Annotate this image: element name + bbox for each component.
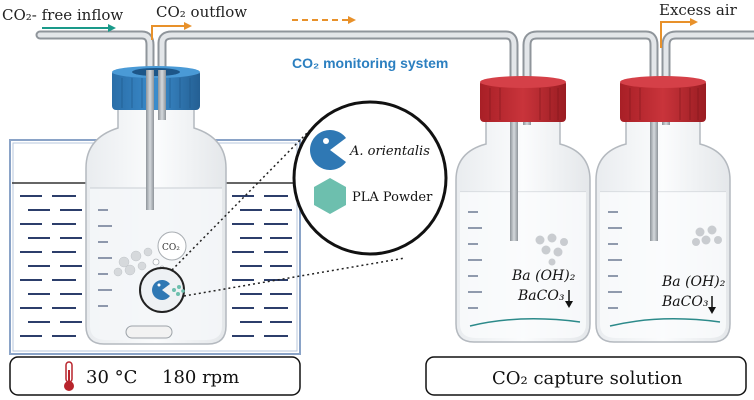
- monitoring-dashed-arrow: [292, 16, 356, 24]
- tubing: [35, 30, 754, 245]
- zoom-lines: [171, 129, 406, 297]
- substrate-label: PLA Powder: [352, 190, 433, 205]
- organism-icon: [310, 130, 346, 170]
- co2-bubble-label: CO₂: [162, 243, 180, 253]
- inflow-label: CO₂- free inflow: [2, 6, 123, 24]
- outflow-label: CO₂ outflow: [156, 3, 247, 21]
- capture-label: CO₂ capture solution: [492, 368, 683, 389]
- conditions-box: 30 °C 180 rpm: [9, 356, 301, 396]
- capture-box: CO₂ capture solution: [425, 356, 747, 396]
- capture-bottle-2: Ba (OH)₂ BaCO₃: [595, 76, 731, 343]
- red-cap-1: [480, 76, 566, 122]
- outflow-arrow: [151, 22, 192, 40]
- red-cap-2: [620, 76, 706, 122]
- baco3-label-1: BaCO₃: [517, 288, 565, 304]
- pacman-organism-icon: [152, 280, 170, 300]
- precipitate-arrow-1: [565, 290, 573, 308]
- excess-air-arrow: [660, 18, 698, 48]
- precipitate-arrow-2: [708, 296, 716, 314]
- organism-label: A. orientalis: [349, 144, 430, 159]
- ba-oh2-label-1: Ba (OH)₂: [511, 268, 576, 284]
- reactor-bottle: CO₂: [85, 66, 227, 345]
- excess-air-label: Excess air: [659, 1, 738, 19]
- zoom-callout: A. orientalis PLA Powder: [292, 100, 448, 256]
- monitoring-label: CO₂ monitoring system: [292, 55, 448, 71]
- temperature-label: 30 °C: [86, 367, 137, 388]
- speed-label: 180 rpm: [162, 367, 239, 388]
- capture-bottle-1: Ba (OH)₂ BaCO₃: [455, 76, 591, 343]
- hexagon-pla-icon: [314, 178, 346, 214]
- baco3-label-2: BaCO₃: [661, 294, 709, 310]
- blue-cap: [112, 66, 200, 110]
- water-dashes: [20, 195, 292, 337]
- inflow-arrow: [42, 24, 116, 32]
- ba-oh2-label-2: Ba (OH)₂: [661, 274, 726, 290]
- thermometer-icon: [64, 361, 74, 391]
